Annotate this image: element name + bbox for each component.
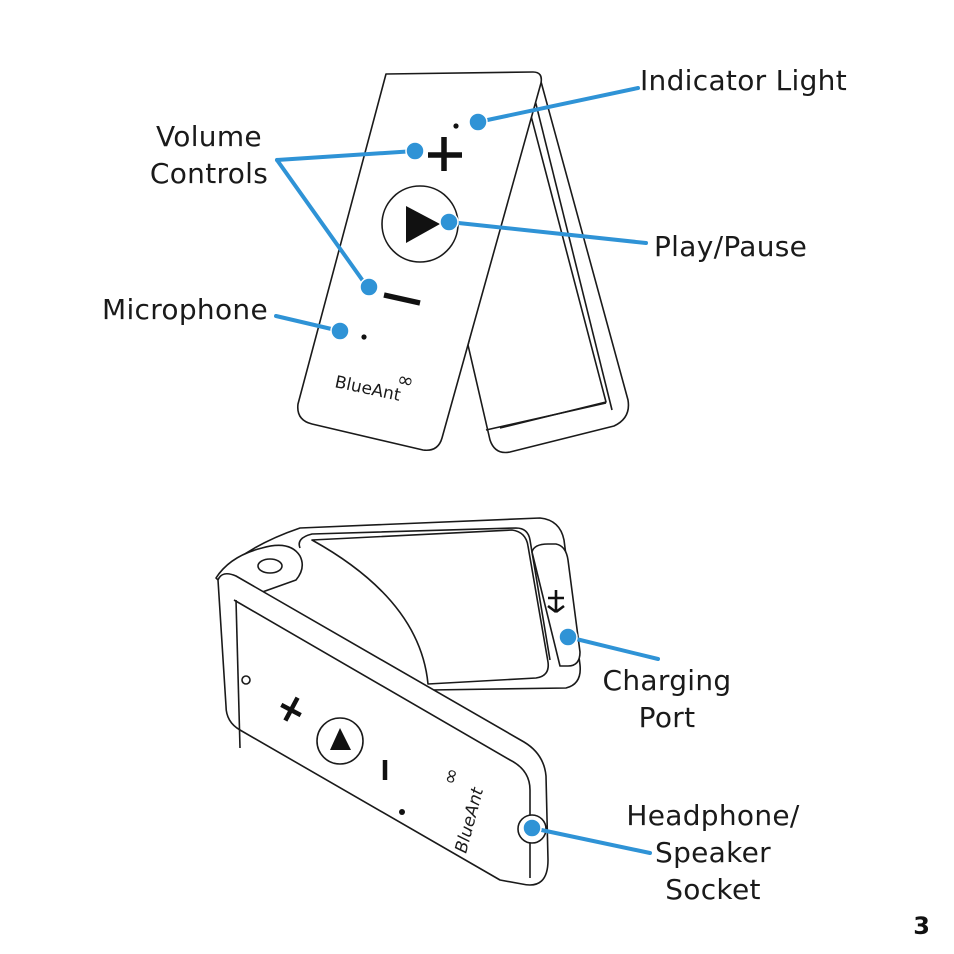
callouts (274, 86, 660, 855)
device-bottom-hinge-hole (257, 558, 283, 574)
device-bottom-glyphs (280, 590, 565, 815)
callout-dots (330, 112, 578, 838)
device-bottom-rear-face (311, 529, 550, 685)
device-top-glyphs (361, 123, 462, 340)
callout-dot-headphone (522, 818, 542, 838)
label-volume-controls-line2: Controls (149, 157, 269, 190)
device-back-side-edge (533, 95, 613, 411)
label-microphone: Microphone (102, 293, 268, 326)
play-icon (406, 206, 440, 243)
callout-dot-volume-minus (359, 277, 379, 297)
callout-dot-play (439, 212, 459, 232)
minus-icon (383, 292, 421, 306)
label-play-pause: Play/Pause (654, 230, 808, 263)
callout-line-volume-minus (275, 158, 370, 290)
label-indicator-light: Indicator Light (640, 64, 848, 97)
plus-icon-bottom (280, 696, 302, 722)
callout-line-microphone (274, 314, 342, 333)
callout-line-indicator (476, 86, 640, 124)
label-headphone-line3: Socket (665, 873, 761, 906)
page-number: 3 (913, 912, 930, 940)
device-back-bottom-edge (485, 402, 607, 431)
side-hole (241, 675, 251, 685)
label-volume-controls-line1: Volume (156, 120, 262, 153)
label-headphone-line1: Headphone/ (626, 799, 800, 832)
callout-line-volume-plus (275, 149, 417, 162)
callout-dot-microphone (330, 321, 350, 341)
usb-icon (547, 590, 565, 614)
device-top-view (296, 71, 630, 454)
label-charging-port-line2: Port (638, 701, 696, 734)
infinity-logo-icon-bottom: ∞ (437, 765, 464, 787)
callout-dot-volume-plus (405, 141, 425, 161)
device-bottom-rear-inner (298, 527, 551, 661)
label-headphone-line2: Speaker (655, 836, 771, 869)
label-volume-controls: Volume Controls (148, 118, 270, 192)
indicator-light-dot (453, 123, 459, 129)
play-icon-bottom (330, 728, 351, 750)
device-bottom-top-bevel (233, 599, 531, 878)
callout-dot-charging (558, 627, 578, 647)
callout-line-charging (566, 635, 660, 661)
device-bottom-front-face (217, 572, 549, 886)
plus-icon (428, 137, 462, 171)
callout-line-headphone (530, 826, 652, 855)
callout-line-play (447, 220, 648, 245)
microphone-dot (361, 334, 367, 340)
device-bottom-left-edge (235, 599, 241, 749)
infinity-logo-icon: ∞ (395, 366, 416, 393)
callout-dot-indicator (468, 112, 488, 132)
microphone-dot-bottom (399, 809, 405, 815)
label-charging-port-line1: Charging (602, 664, 732, 697)
label-charging-port: Charging Port (600, 662, 734, 736)
label-headphone-socket: Headphone/ Speaker Socket (624, 797, 802, 908)
device-back-panel (467, 77, 630, 454)
